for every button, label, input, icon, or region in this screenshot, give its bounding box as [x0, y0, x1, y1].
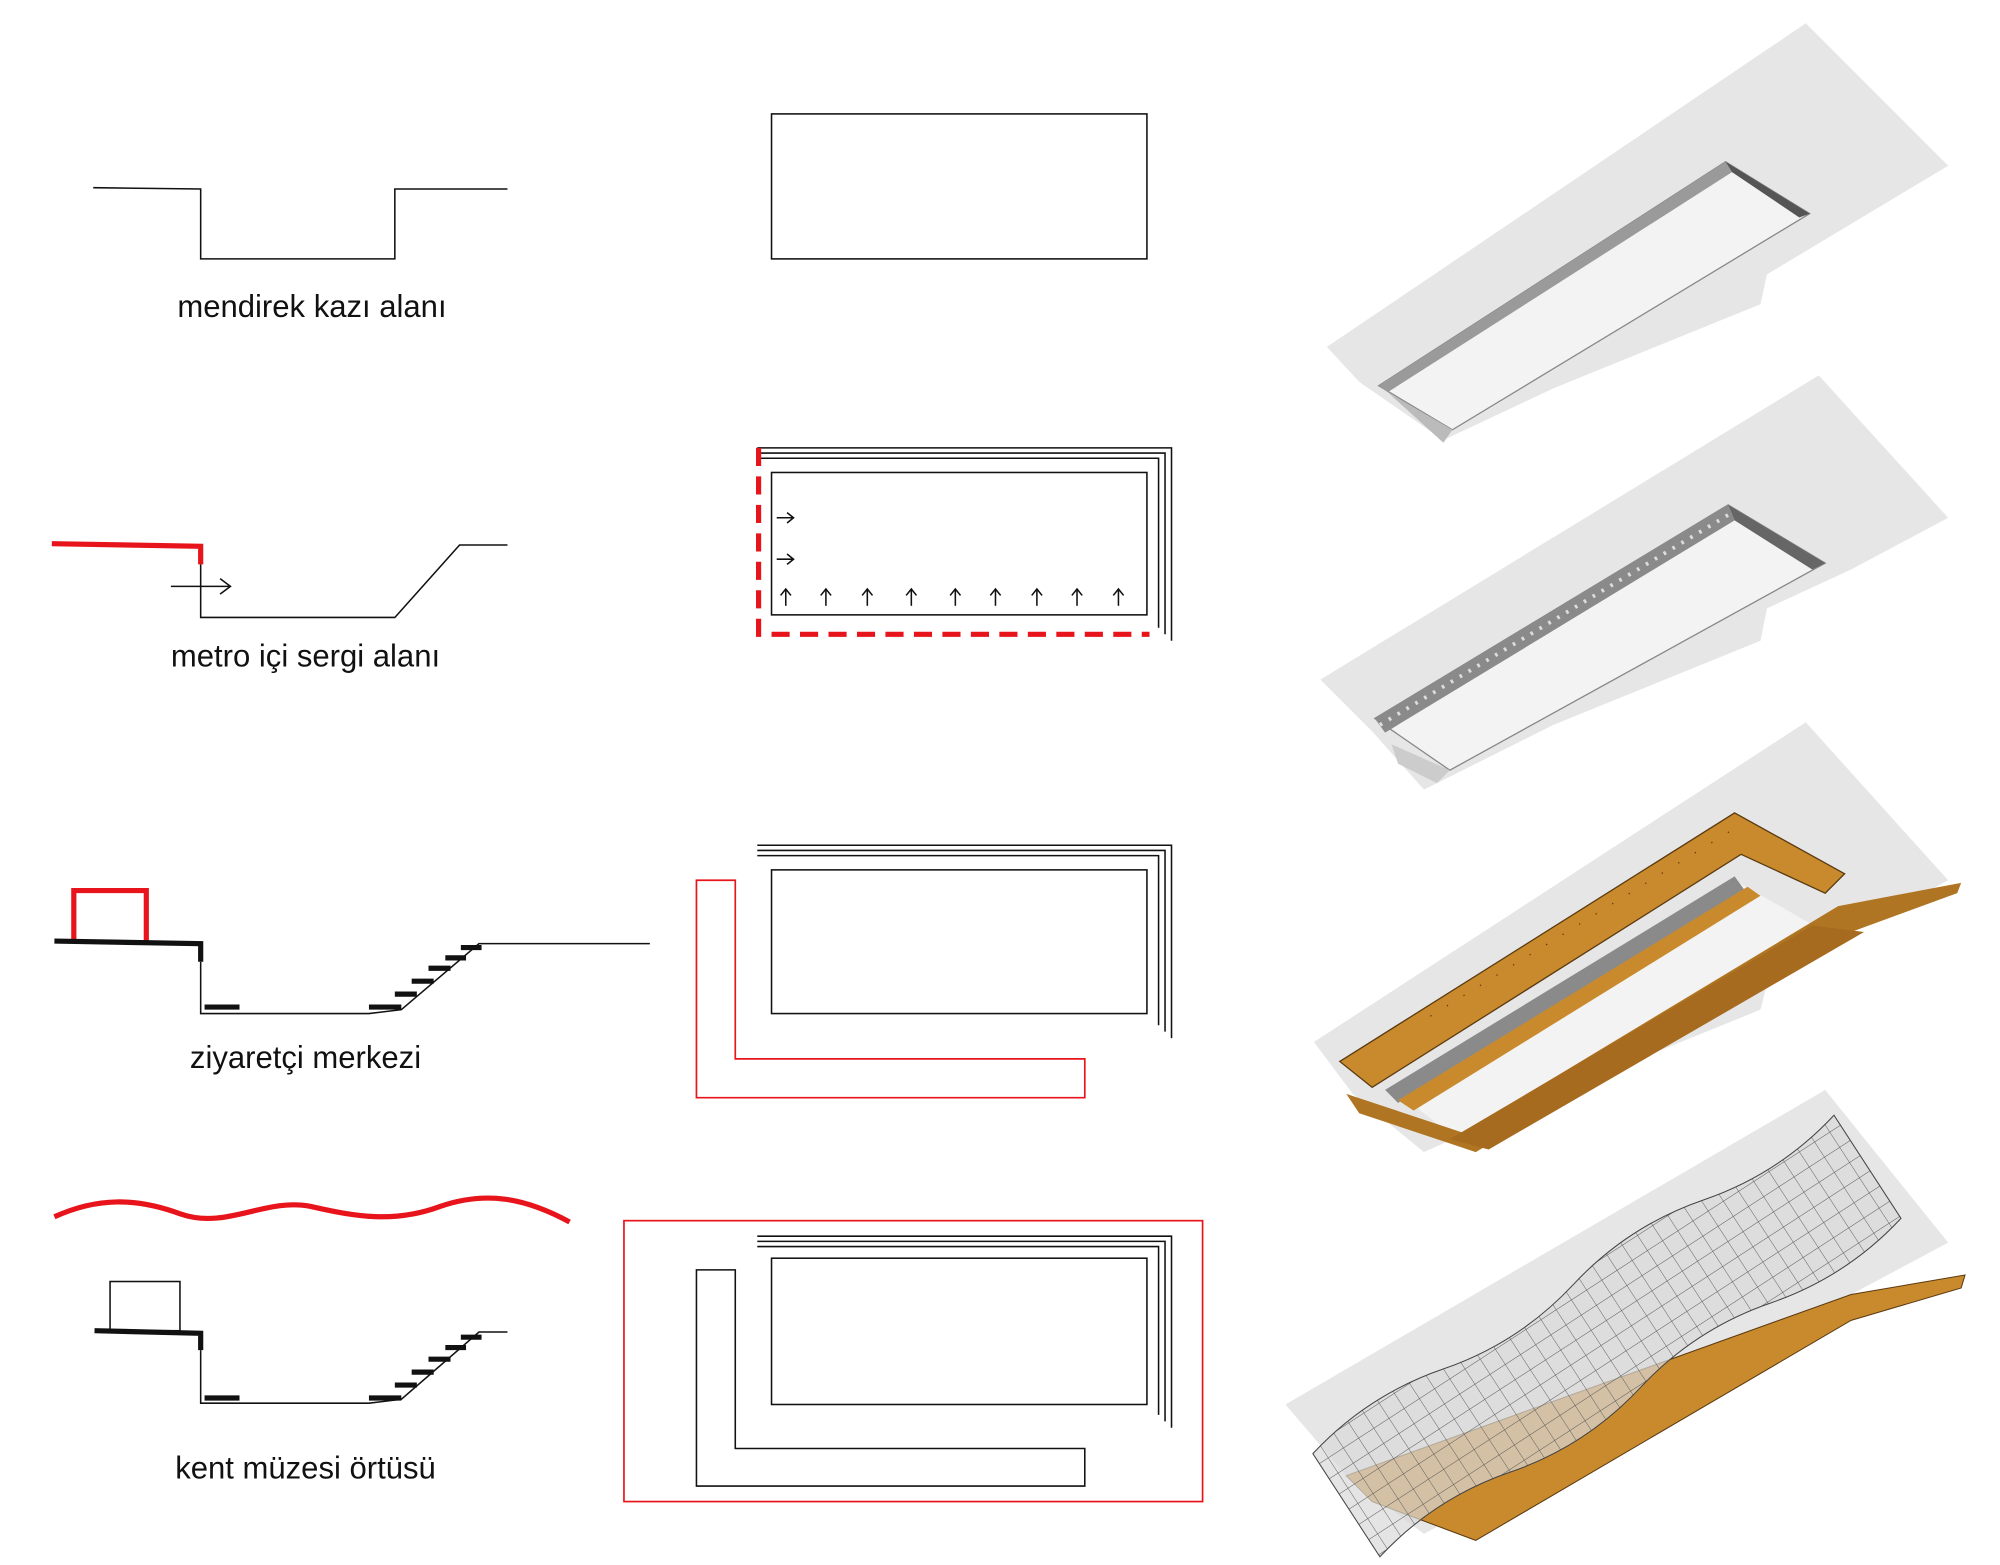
arrow-right-icon: [776, 511, 795, 565]
roof-wave-red: [53, 1195, 571, 1225]
plan-rect: [770, 113, 1148, 260]
section-ground: [94, 1328, 204, 1351]
arrow-right-icon: [170, 578, 232, 595]
iso-model-museum: [1285, 1089, 1966, 1558]
red-l-shape: [695, 879, 1086, 1099]
row-label: mendirek kazı alanı: [177, 289, 446, 324]
roof-mesh: [1312, 1114, 1902, 1558]
iso-model-excavation: [1326, 23, 1949, 443]
row-kent-muzesi-ortusu: kent müzesi örtüsü: [53, 1089, 1966, 1558]
iso-model-exhibition: [1320, 375, 1949, 790]
red-dashed-boundary: [755, 447, 1150, 637]
stair-steps: [204, 1334, 482, 1401]
section-excavation: [199, 544, 508, 619]
row-mendirek-kazi-alani: mendirek kazı alanı: [93, 23, 1949, 443]
section-excavation: [93, 186, 508, 260]
plan-visitor: [695, 844, 1173, 1099]
section-building-box: [109, 1280, 181, 1332]
section-excavation: [199, 1331, 508, 1404]
red-cover-outline: [623, 1219, 1204, 1503]
row-ziyaretci-merkezi: ziyaretçi merkezi: [54, 722, 1962, 1153]
row-metro-ici-sergi-alani: metro içi sergi alanı: [51, 375, 1949, 790]
row-label: ziyaretçi merkezi: [190, 1040, 421, 1075]
section-excavation: [199, 942, 650, 1015]
plan-city-museum: [623, 1219, 1204, 1503]
section-red-ground: [51, 541, 204, 565]
section-ground: [54, 938, 204, 962]
arrow-up-icon: [779, 587, 1125, 606]
visitor-center-red-box: [71, 887, 149, 942]
row-label: metro içi sergi alanı: [171, 639, 440, 674]
stair-steps: [204, 944, 482, 1010]
plan-exhibition: [755, 447, 1173, 641]
row-label: kent müzesi örtüsü: [175, 1450, 436, 1485]
iso-model-visitor: [1313, 722, 1962, 1153]
